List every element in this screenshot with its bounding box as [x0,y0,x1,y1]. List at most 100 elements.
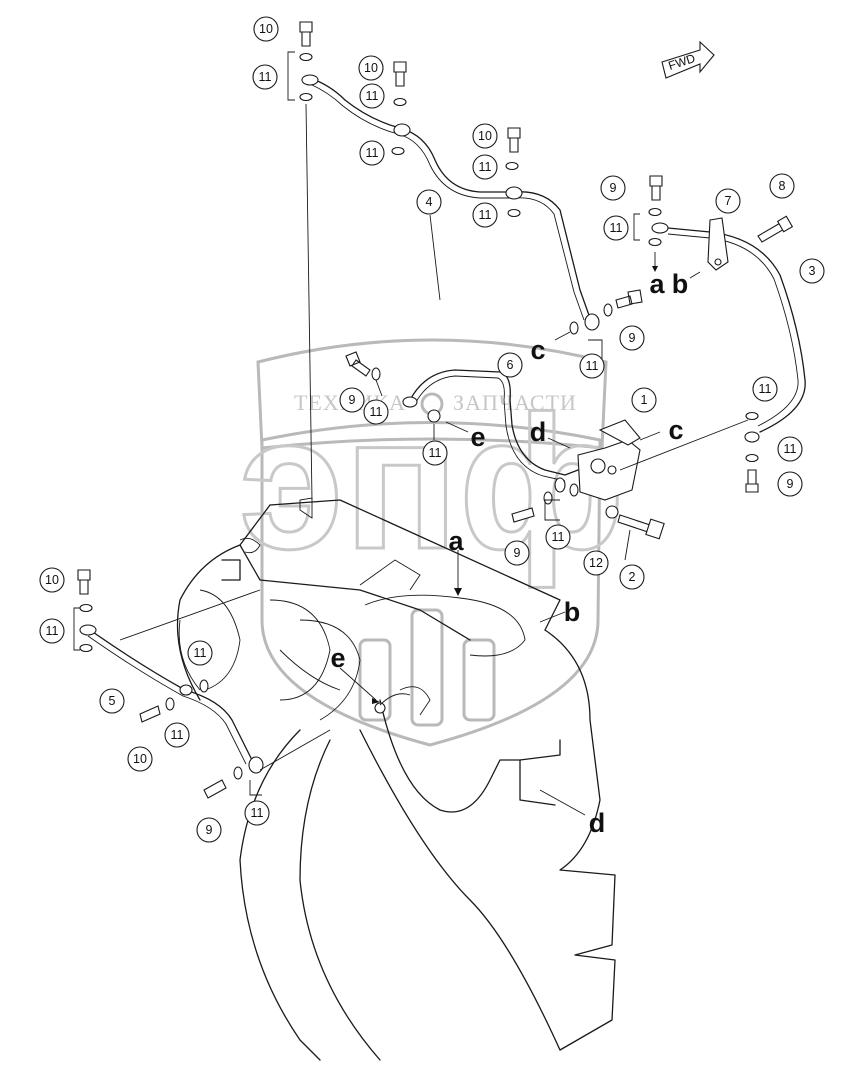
reference-letter-c: c [668,415,683,445]
callout-part-8: 8 [769,173,795,199]
reference-letter-a: a [649,269,665,299]
callout-part-9: 9 [196,817,222,843]
callout-label: 2 [629,570,636,584]
callout-part-4: 4 [416,189,442,215]
washers [79,52,759,780]
callout-part-11: 11 [363,399,389,425]
callout-label: 9 [349,393,356,407]
callout-part-11: 11 [545,524,571,550]
callout-part-11: 11 [752,376,778,402]
watermark-bars [358,608,496,727]
callout-part-11: 11 [164,722,190,748]
callout-part-9: 9 [777,471,803,497]
callout-label: 11 [46,624,59,638]
callout-part-10: 10 [127,746,153,772]
callout-label: 5 [109,694,116,708]
callout-label: 6 [507,358,514,372]
callout-part-9: 9 [600,175,626,201]
callout-label: 12 [589,556,603,570]
callout-part-11: 11 [39,618,65,644]
callout-part-10: 10 [39,567,65,593]
watermark-banner [256,338,608,450]
reference-letter-d: d [589,808,606,838]
callout-part-11: 11 [359,83,385,109]
callout-label: 7 [725,194,732,208]
leader-lines [73,51,749,816]
callout-part-11: 11 [603,215,629,241]
callout-label: 11 [552,530,565,544]
callout-part-6: 6 [497,352,523,378]
callout-part-11: 11 [777,436,803,462]
callout-label: 11 [370,405,383,419]
callout-label: 9 [629,331,636,345]
bracket-7 [707,217,729,271]
callout-part-11: 11 [472,202,498,228]
reference-letter-c: c [530,335,545,365]
callout-label: 11 [610,221,623,235]
part-callouts: 1011101111101141191178391169111111111991… [39,16,825,843]
pipe-6 [409,369,579,476]
watermark-word-2: ЗАПЧАСТИ [453,390,577,415]
pipe-3 [667,227,806,433]
pipe-4 [309,77,591,319]
callout-label: 8 [779,179,786,193]
callout-part-11: 11 [244,800,270,826]
callout-label: 10 [259,22,273,36]
callout-part-9: 9 [339,387,365,413]
callout-part-10: 10 [253,16,279,42]
reference-letter-b: b [564,597,581,627]
callout-label: 11 [366,146,379,160]
callout-label: 11 [194,646,207,660]
callout-label: 10 [364,61,378,75]
callout-part-10: 10 [358,55,384,81]
washer-12 [605,505,619,519]
watermark-shield [260,421,602,747]
callout-part-2: 2 [619,564,645,590]
callout-label: 11 [586,359,599,373]
callout-label: 4 [426,195,433,209]
callout-label: 10 [478,129,492,143]
callout-label: 11 [251,806,264,820]
fittings [77,21,794,799]
callout-part-9: 9 [619,325,645,351]
bolts [77,21,759,799]
callout-label: 9 [514,546,521,560]
callout-part-9: 9 [504,540,530,566]
fwd-arrow-icon [661,40,715,79]
callout-label: 11 [366,89,379,103]
callout-part-11: 11 [579,353,605,379]
callout-label: 10 [45,573,59,587]
callout-label: 11 [784,442,797,456]
callout-label: 10 [133,752,147,766]
callout-part-11: 11 [359,140,385,166]
reference-letter-b: b [672,269,689,299]
callout-label: 1 [641,393,648,407]
eye-fitting [301,74,319,86]
watermark-letters: эпф [239,377,625,589]
callout-label: 9 [206,823,213,837]
callout-part-10: 10 [472,123,498,149]
callout-label: 11 [479,208,492,222]
reference-letter-e: e [330,643,345,673]
callout-label: 3 [809,264,816,278]
callout-label: 11 [259,70,272,84]
forward-direction-indicator: FWD [661,40,715,79]
callout-label: 11 [429,446,442,460]
callout-part-12: 12 [583,550,609,576]
engine-housing [176,497,616,1061]
reference-letter-a: a [448,526,464,556]
reference-letter-d: d [530,417,547,447]
callout-part-3: 3 [799,258,825,284]
callout-part-5: 5 [99,688,125,714]
callout-label: 11 [479,160,492,174]
callout-part-1: 1 [631,387,657,413]
callout-part-7: 7 [715,188,741,214]
callout-label: 9 [787,477,794,491]
reference-letter-e: e [470,422,485,452]
callout-label: 11 [759,382,772,396]
callout-part-11: 11 [472,154,498,180]
callout-part-11: 11 [252,64,278,90]
